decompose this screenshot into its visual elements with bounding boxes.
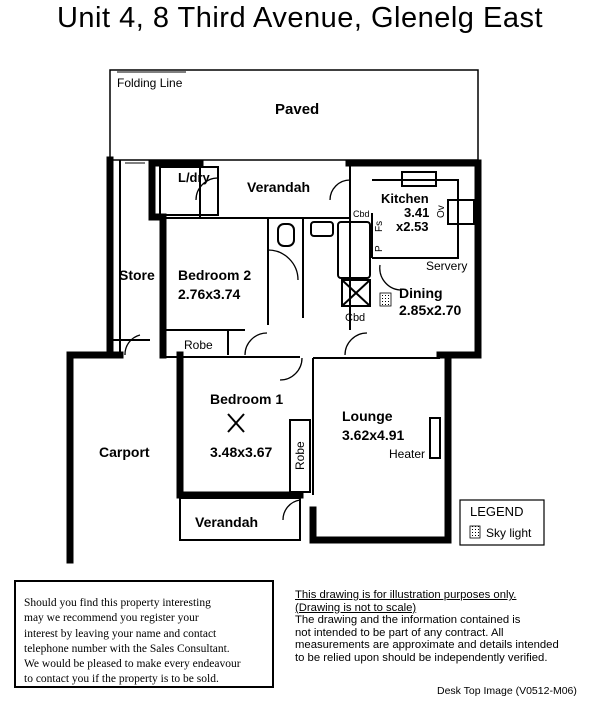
pantry-label: P — [374, 245, 385, 252]
laundry-wall — [159, 166, 219, 216]
floor-plan: Folding Line Paved L/dry Verandah Kitche… — [66, 69, 545, 564]
legend-title: LEGEND — [470, 504, 523, 519]
footer-code: Desk Top Image (V0512-M06) — [437, 685, 577, 697]
door-swing-store — [124, 334, 141, 356]
kitchen-label: Kitchen — [381, 191, 429, 206]
store-label: Store — [119, 267, 155, 283]
door-swing-bed1 — [279, 357, 303, 381]
disclaimer-line2: (Drawing is not to scale) — [295, 601, 417, 614]
wall-lounge — [309, 351, 452, 544]
notice-line: may we recommend you register your — [24, 612, 199, 625]
paved-area-outline — [109, 69, 479, 161]
bedroom1-size: 3.48x3.67 — [210, 444, 272, 460]
disclaimer-body-line: measurements are approximate and details… — [295, 639, 559, 652]
door-swing-servery — [379, 264, 401, 291]
paved-label: Paved — [275, 101, 319, 118]
lounge-label: Lounge — [342, 408, 393, 424]
wall-east-upper — [345, 159, 482, 359]
servery-label: Servery — [426, 259, 467, 273]
wall-bedroom1 — [176, 351, 304, 499]
bedroom2-size: 2.76x3.74 — [178, 286, 240, 302]
notice-line: to contact you if the property is to be … — [24, 673, 219, 686]
door-swing-bed2 — [244, 332, 268, 356]
laundry-label: L/dry — [178, 170, 211, 185]
cbd-label-top: Cbd — [353, 209, 370, 219]
disclaimer-body-line: not intended to be part of any contract.… — [295, 626, 504, 639]
disclaimer: This drawing is for illustration purpose… — [295, 589, 595, 665]
shower-cross-b — [341, 279, 371, 307]
kitchen-bench — [372, 179, 459, 259]
shower — [341, 279, 371, 307]
cooktop — [401, 171, 437, 187]
heater-unit — [429, 417, 441, 459]
fs-label: Fs — [374, 221, 385, 232]
notice-line: Should you find this property interestin… — [24, 597, 211, 609]
notice-box: Should you find this property interestin… — [14, 580, 274, 688]
folding-line-label: Folding Line — [117, 76, 183, 90]
verandah-bottom-outline — [179, 497, 301, 541]
disclaimer-body-line: The drawing and the information containe… — [295, 614, 521, 627]
skylight-legend-icon — [469, 525, 481, 539]
carport-label: Carport — [99, 444, 150, 460]
disclaimer-body-line: to be relied upon should be independentl… — [295, 651, 548, 664]
robe1-label: Robe — [184, 338, 213, 352]
bath-tub — [337, 221, 371, 279]
robe2-label: Robe — [293, 441, 307, 470]
door-swing-verandah-bottom — [282, 499, 301, 521]
toilet — [277, 223, 295, 247]
lounge-size: 3.62x4.91 — [342, 427, 404, 443]
oven — [447, 199, 475, 225]
ceiling-fan-icon — [227, 413, 245, 433]
wall-west-upper — [148, 159, 167, 359]
verandah-bottom-label: Verandah — [195, 514, 258, 530]
dining-size: 2.85x2.70 — [399, 302, 461, 318]
legend-item-skylight: Sky light — [486, 526, 532, 540]
kitchen-size-b: x2.53 — [396, 219, 429, 234]
door-swing-wc — [267, 249, 299, 281]
door-swing-dining — [344, 332, 368, 356]
heater-label: Heater — [389, 447, 425, 461]
page-title: Unit 4, 8 Third Avenue, Glenelg East — [56, 2, 544, 34]
basin — [310, 221, 334, 237]
bedroom2-label: Bedroom 2 — [178, 267, 251, 283]
skylight-dining — [379, 292, 392, 307]
door-swing-laundry — [195, 177, 219, 201]
disclaimer-line1: This drawing is for illustration purpose… — [295, 589, 517, 601]
robe2-outline — [289, 419, 311, 493]
notice-line: We would be pleased to make every endeav… — [24, 658, 241, 671]
cbd-label-bottom: Cbd — [345, 312, 365, 324]
verandah-top-label: Verandah — [247, 179, 310, 195]
dining-label: Dining — [399, 285, 443, 301]
oven-label: Ov — [436, 205, 447, 218]
notice-line: telephone number with the Sales Consulta… — [24, 642, 230, 655]
bedroom1-label: Bedroom 1 — [210, 391, 283, 407]
notice-line: interest by leaving your name and contac… — [24, 627, 217, 640]
kitchen-size-a: 3.41 — [404, 205, 429, 220]
door-swing-verandah — [329, 179, 351, 201]
